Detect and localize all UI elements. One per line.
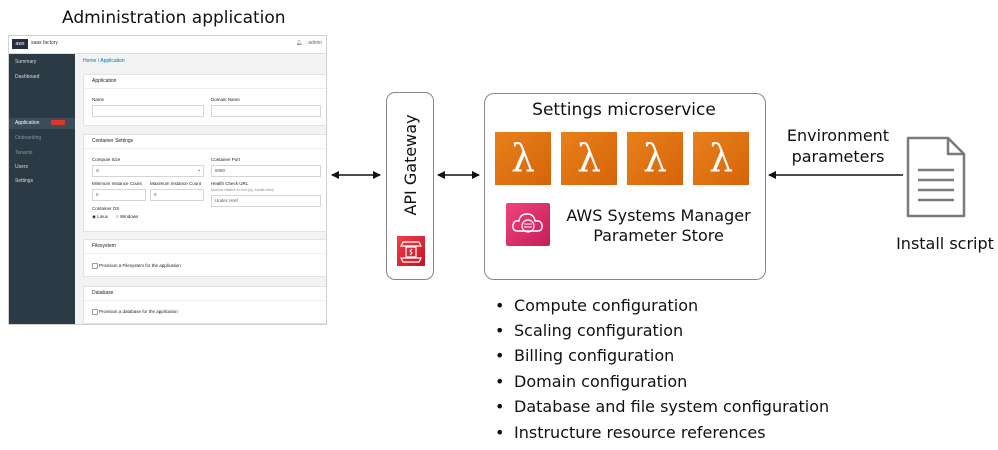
lambda-icon: λ: [561, 132, 617, 185]
database-panel-title: Database: [84, 287, 326, 301]
bullet-text: Billing configuration: [514, 346, 675, 365]
database-checkbox-label: Provision a database for the application: [99, 309, 178, 314]
settings-microservice-box: [484, 93, 766, 280]
sidebar-badge: [51, 120, 65, 125]
container-settings-panel: Container Settings Compute Size S ⌄ Cont…: [83, 134, 326, 232]
document-icon: [906, 136, 966, 218]
filesystem-checkbox[interactable]: [92, 263, 98, 269]
parameter-store-label-line2: Parameter Store: [593, 226, 724, 245]
sidebar-item-summary[interactable]: Summary: [15, 59, 37, 65]
compute-size-select[interactable]: S: [92, 165, 204, 177]
api-gateway-label: API Gateway: [401, 114, 420, 215]
health-check-hint: Must be relative to root (eg. /health.ht…: [211, 188, 274, 192]
database-panel: Database Provision a database for the ap…: [83, 286, 326, 324]
max-count-label: Maximum Instance Count: [150, 181, 202, 186]
chevron-down-icon: ⌄: [197, 167, 202, 173]
container-port-label: Container Port: [211, 157, 241, 162]
lambda-icon: λ: [693, 132, 749, 185]
min-count-label: Minimum Instance Count: [92, 181, 142, 186]
install-script-label: Install script: [896, 234, 994, 253]
bullet-text: Database and file system configuration: [514, 397, 830, 416]
domain-label: Domain Name: [211, 97, 240, 102]
filesystem-checkbox-label: Provision a Filesystem for the applicati…: [99, 263, 181, 268]
env-params-line2: parameters: [791, 147, 885, 166]
admin-app-caption: Administration application: [62, 8, 286, 28]
os-linux-label: Linux: [97, 214, 108, 219]
microservice-title: Settings microservice: [532, 100, 716, 120]
health-check-label: Health Check URL: [211, 181, 249, 186]
tenant-name: saas factory: [31, 40, 58, 46]
filesystem-panel: Filesystem Provision a Filesystem for th…: [83, 239, 326, 277]
sidebar-item-onboarding[interactable]: Onboarding: [15, 135, 42, 141]
sidebar-item-application[interactable]: Application: [15, 120, 40, 126]
user-icon: ◌: [305, 40, 309, 46]
sidebar-active-highlight: [9, 118, 75, 129]
sidebar-item-tenants[interactable]: Tenants: [15, 150, 33, 156]
bullet-text: Compute configuration: [514, 296, 699, 315]
domain-input[interactable]: [211, 105, 321, 117]
os-linux-radio[interactable]: ◉ Linux: [92, 214, 108, 219]
container-os-label: Container OS: [92, 206, 120, 211]
parameter-store-label-line1: AWS Systems Manager: [566, 206, 751, 225]
user-label: admin: [308, 40, 322, 46]
sidebar-item-dashboard[interactable]: Dashboard: [15, 74, 40, 80]
bell-icon[interactable]: 🔔︎: [296, 40, 303, 46]
sidebar: Summary Dashboard Application Onboarding…: [9, 54, 75, 324]
os-windows-radio[interactable]: ○ Windows: [116, 214, 139, 219]
max-count-input[interactable]: 0: [150, 189, 204, 201]
user-menu[interactable]: 🔔︎ ◌admin: [296, 40, 322, 46]
breadcrumb[interactable]: Home / Application: [83, 58, 125, 64]
min-count-input[interactable]: 0: [92, 189, 146, 201]
screenshot-topbar: aws saas factory 🔔︎ ◌admin: [9, 36, 326, 54]
sidebar-item-users[interactable]: Users: [15, 164, 29, 170]
application-panel-title: Application: [84, 75, 326, 89]
name-label: Name: [92, 97, 105, 102]
aws-logo: aws: [12, 39, 28, 49]
bullet-text: Domain configuration: [514, 372, 688, 391]
parameter-store-label: AWS Systems Manager Parameter Store: [556, 206, 761, 246]
database-checkbox[interactable]: [92, 309, 98, 315]
admin-app-screenshot: aws saas factory 🔔︎ ◌admin Summary Dashb…: [8, 35, 327, 325]
lambda-icon: λ: [495, 132, 551, 185]
lambda-icon: λ: [627, 132, 683, 185]
api-gateway-box: [386, 92, 434, 280]
compute-size-label: Compute Size: [92, 157, 121, 162]
sidebar-item-settings[interactable]: Settings: [15, 178, 34, 184]
container-panel-title: Container Settings: [84, 135, 326, 149]
container-port-input[interactable]: 8080: [211, 165, 321, 177]
bullet-text: Instructure resource references: [514, 423, 766, 442]
filesystem-panel-title: Filesystem: [84, 240, 326, 254]
name-input[interactable]: [92, 105, 204, 117]
application-panel: Application Name Domain Name: [83, 74, 326, 126]
health-check-input[interactable]: Undec Href: [211, 195, 321, 207]
api-gateway-label-svg: API Gateway: [401, 114, 420, 215]
env-params-label: Environment parameters: [776, 125, 900, 167]
parameter-store-icon: [506, 203, 550, 246]
os-windows-label: Windows: [119, 214, 139, 219]
api-gateway-icon: [397, 236, 425, 266]
env-params-line1: Environment: [786, 126, 890, 145]
bullet-text: Scaling configuration: [514, 321, 684, 340]
